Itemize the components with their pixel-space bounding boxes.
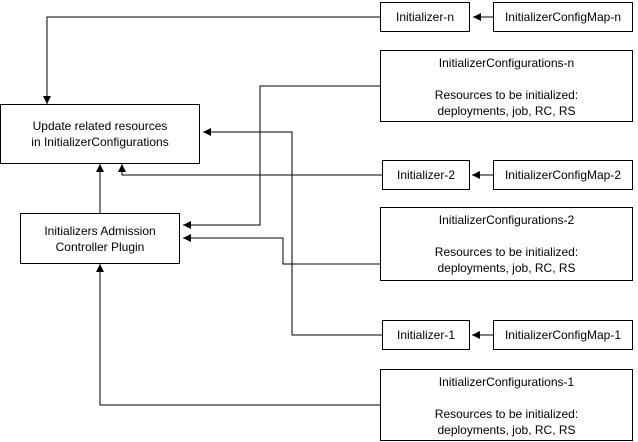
initializer-1-node[interactable]: Initializer-1: [382, 320, 470, 350]
edge-initializer-n-to-update: [43, 16, 380, 104]
initializer-n-label: Initializer-n: [395, 10, 455, 24]
edge-configurations-2-to-plugin: [183, 234, 380, 265]
update-resources-node[interactable]: Update related resources in InitializerC…: [0, 104, 200, 164]
configurations-2-node[interactable]: InitializerConfigurations-2 Resources to…: [380, 207, 633, 281]
configmap-n-node[interactable]: InitializerConfigMap-n: [493, 2, 633, 32]
configurations-1-title: InitializerConfigurations-1: [438, 375, 575, 389]
configurations-n-node[interactable]: InitializerConfigurations-n Resources to…: [380, 50, 633, 122]
update-resources-line-1: Update related resources: [32, 119, 168, 133]
initializer-2-node[interactable]: Initializer-2: [382, 160, 470, 190]
update-resources-line-2: in InitializerConfigurations: [31, 135, 169, 149]
edge-configurations-n-to-plugin: [183, 85, 380, 229]
configmap-2-label: InitializerConfigMap-2: [504, 168, 622, 182]
edge-configurations-1-to-plugin: [96, 264, 380, 406]
configurations-n-line-1: Resources to be initialized:: [434, 88, 579, 102]
configurations-1-line-2: deployments, job, RC, RS: [437, 423, 576, 437]
configurations-2-title: InitializerConfigurations-2: [438, 213, 575, 227]
edge-initializer-2-to-update: [118, 164, 382, 176]
configurations-2-line-2: deployments, job, RC, RS: [437, 261, 576, 275]
configurations-1-node[interactable]: InitializerConfigurations-1 Resources to…: [380, 369, 633, 441]
configmap-n-label: InitializerConfigMap-n: [504, 10, 622, 24]
configurations-n-title: InitializerConfigurations-n: [438, 56, 575, 70]
configurations-2-line-1: Resources to be initialized:: [434, 245, 579, 259]
edge-initializer-1-to-update: [203, 128, 382, 336]
configurations-1-line-1: Resources to be initialized:: [434, 407, 579, 421]
plugin-line-1: Initializers Admission: [44, 223, 156, 238]
configurations-n-line-2: deployments, job, RC, RS: [437, 104, 576, 118]
initializer-n-node[interactable]: Initializer-n: [380, 2, 470, 32]
initializer-2-label: Initializer-2: [396, 168, 456, 182]
admission-controller-plugin-node[interactable]: Initializers Admission Controller Plugin: [20, 213, 180, 264]
initializer-1-label: Initializer-1: [396, 328, 456, 342]
plugin-line-2: Controller Plugin: [55, 239, 145, 254]
configmap-1-label: InitializerConfigMap-1: [504, 328, 622, 342]
configmap-2-node[interactable]: InitializerConfigMap-2: [493, 160, 633, 190]
configmap-1-node[interactable]: InitializerConfigMap-1: [493, 320, 633, 350]
